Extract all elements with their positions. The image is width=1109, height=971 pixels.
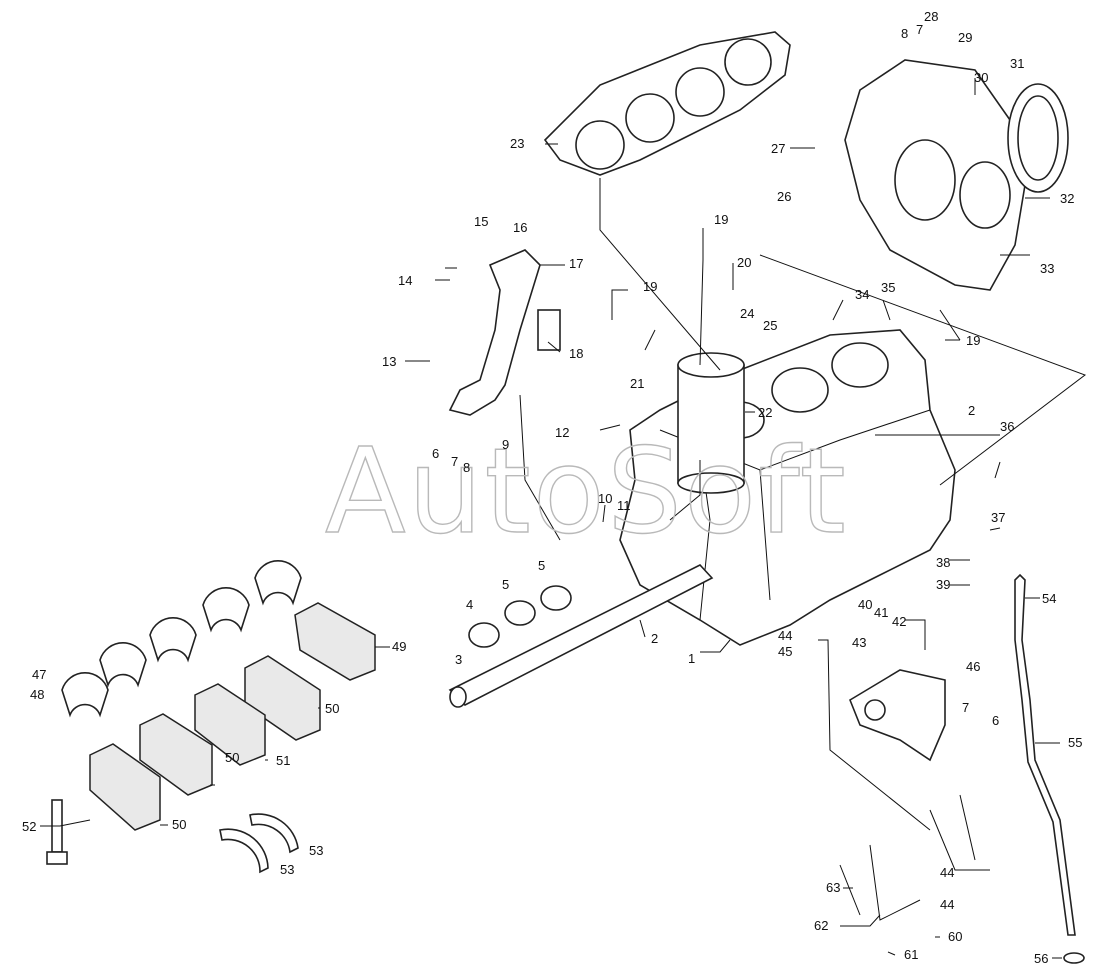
callout-34: 34 <box>855 287 869 302</box>
callout-51: 51 <box>276 753 290 768</box>
callout-5-a: 5 <box>502 577 509 592</box>
callout-22: 22 <box>758 405 772 420</box>
bearing-shells <box>61 560 302 718</box>
callout-2-b: 2 <box>968 403 975 418</box>
callout-19-b: 19 <box>643 279 657 294</box>
cap-bolt <box>46 799 68 865</box>
callout-7-b: 7 <box>962 700 969 715</box>
callout-45: 45 <box>778 644 792 659</box>
callout-44-a: 44 <box>778 628 792 643</box>
callout-40: 40 <box>858 597 872 612</box>
bushings <box>468 585 572 648</box>
bearing-caps <box>89 602 376 831</box>
callout-11: 11 <box>617 498 631 513</box>
callout-9: 9 <box>502 437 509 452</box>
callout-60: 60 <box>948 929 962 944</box>
callout-48: 48 <box>30 687 44 702</box>
callout-6-a: 6 <box>432 446 439 461</box>
callout-7-a: 7 <box>451 454 458 469</box>
head-gasket <box>543 31 791 176</box>
callout-50-a: 50 <box>325 701 339 716</box>
callout-4: 4 <box>466 597 473 612</box>
callout-50-c: 50 <box>172 817 186 832</box>
callout-55: 55 <box>1068 735 1082 750</box>
watermark: AutoSoft <box>325 422 848 560</box>
callout-47: 47 <box>32 667 46 682</box>
callout-6-b: 6 <box>992 713 999 728</box>
callout-13: 13 <box>382 354 396 369</box>
dipstick <box>1014 573 1085 964</box>
callout-36: 36 <box>1000 419 1014 434</box>
callout-29: 29 <box>958 30 972 45</box>
callout-44-b: 44 <box>940 865 954 880</box>
callout-18: 18 <box>569 346 583 361</box>
callout-41: 41 <box>874 605 888 620</box>
callout-27: 27 <box>771 141 785 156</box>
callout-8-a: 8 <box>463 460 470 475</box>
callout-42: 42 <box>892 614 906 629</box>
rear-plate <box>844 59 1026 291</box>
callout-33: 33 <box>1040 261 1054 276</box>
cylinder-liner <box>677 352 745 494</box>
callout-56: 56 <box>1034 951 1048 966</box>
oil-seal <box>1007 83 1069 193</box>
callout-2-a: 2 <box>651 631 658 646</box>
callout-50-b: 50 <box>225 750 239 765</box>
shaft <box>448 564 714 708</box>
callout-7-c: 7 <box>916 22 923 37</box>
callout-3: 3 <box>455 652 462 667</box>
callout-53-a: 53 <box>309 843 323 858</box>
thrust-washers <box>219 813 299 874</box>
callout-16: 16 <box>513 220 527 235</box>
callout-63: 63 <box>826 880 840 895</box>
callout-15: 15 <box>474 214 488 229</box>
callout-labels: 1 2 2 3 4 5 5 6 6 7 7 7 8 8 9 10 11 12 1… <box>22 9 1082 966</box>
callout-20: 20 <box>737 255 751 270</box>
callout-32: 32 <box>1060 191 1074 206</box>
callout-43: 43 <box>852 635 866 650</box>
callout-31: 31 <box>1010 56 1024 71</box>
bracket <box>849 669 946 762</box>
callout-39: 39 <box>936 577 950 592</box>
callout-5-b: 5 <box>538 558 545 573</box>
callout-12: 12 <box>555 425 569 440</box>
callout-10: 10 <box>598 491 612 506</box>
callout-1: 1 <box>688 651 695 666</box>
callout-19-c: 19 <box>966 333 980 348</box>
callout-14: 14 <box>398 273 412 288</box>
callout-61: 61 <box>904 947 918 962</box>
leader-lines <box>40 78 1087 959</box>
callout-37: 37 <box>991 510 1005 525</box>
callout-24: 24 <box>740 306 754 321</box>
water-pipe <box>448 249 561 416</box>
callout-62: 62 <box>814 918 828 933</box>
callout-23: 23 <box>510 136 524 151</box>
strainer-pipes <box>839 794 990 921</box>
callout-49: 49 <box>392 639 406 654</box>
callout-19-a: 19 <box>714 212 728 227</box>
callout-54: 54 <box>1042 591 1056 606</box>
callout-17: 17 <box>569 256 583 271</box>
callout-46: 46 <box>966 659 980 674</box>
callout-38: 38 <box>936 555 950 570</box>
callout-8-b: 8 <box>901 26 908 41</box>
callout-30: 30 <box>974 70 988 85</box>
callout-44-c: 44 <box>940 897 954 912</box>
callout-25: 25 <box>763 318 777 333</box>
callout-21: 21 <box>630 376 644 391</box>
callout-26: 26 <box>777 189 791 204</box>
callout-35: 35 <box>881 280 895 295</box>
callout-52: 52 <box>22 819 36 834</box>
callout-53-b: 53 <box>280 862 294 877</box>
callout-28: 28 <box>924 9 938 24</box>
